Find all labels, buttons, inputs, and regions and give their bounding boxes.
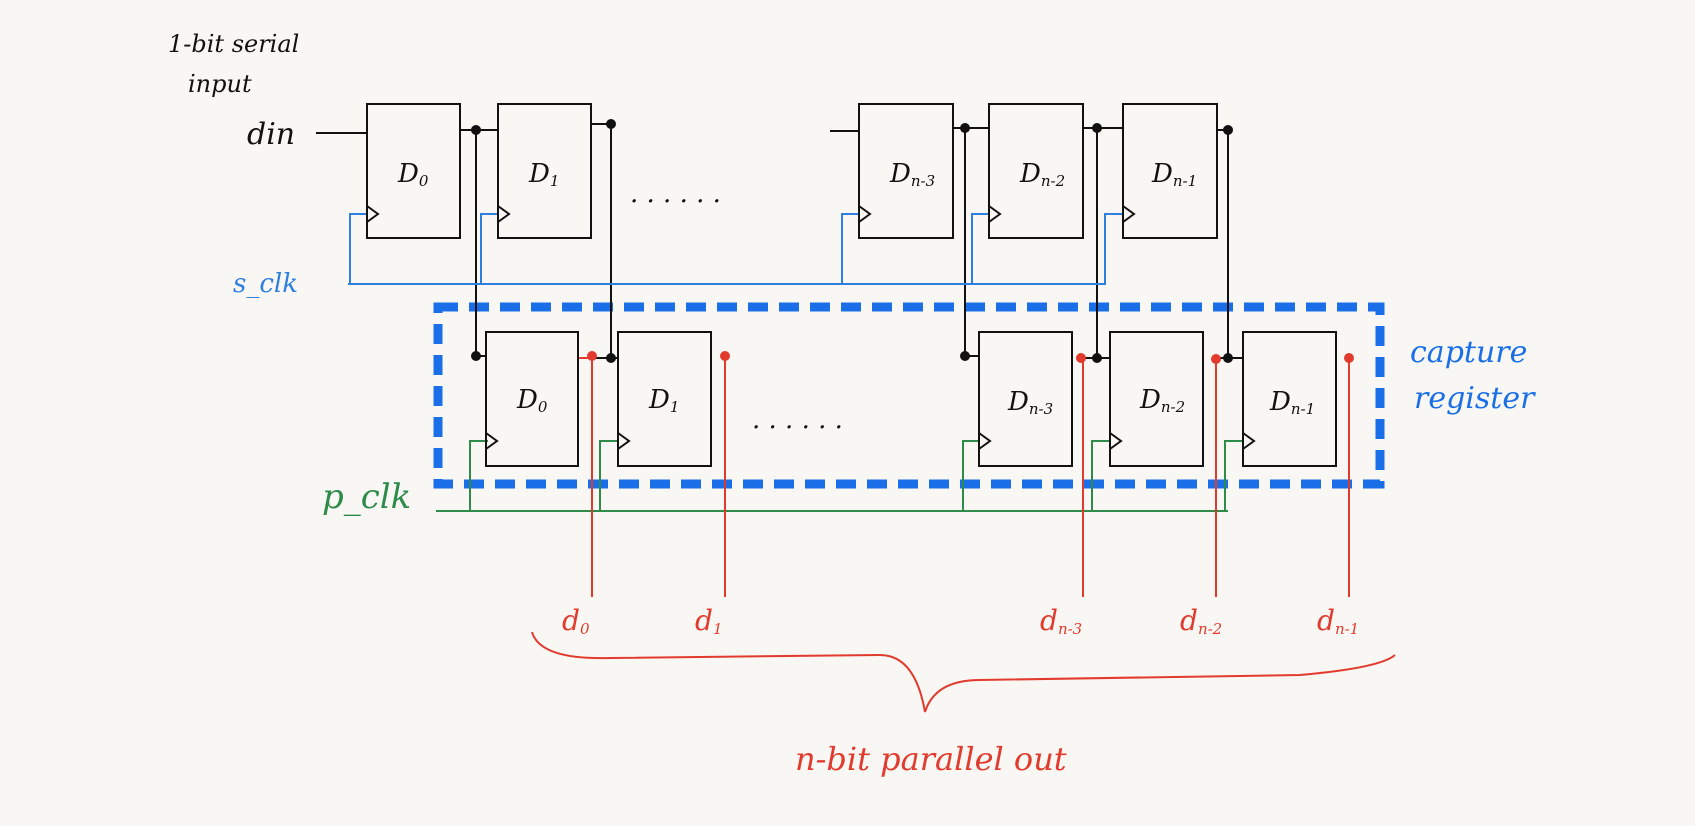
- shift-ff-n-2-sub: n-2: [1041, 172, 1065, 190]
- shift-ellipsis: . . . . . .: [630, 179, 721, 209]
- shift-ff-1-label: D: [528, 159, 550, 189]
- capture-ff-1: D1: [617, 331, 712, 467]
- svg-text:D0: D0: [516, 385, 548, 416]
- capture-ff-0-sub: 0: [538, 398, 548, 416]
- svg-text:D1: D1: [648, 385, 679, 416]
- output-labels: d0 d1 dn-3 dn-2 dn-1: [562, 604, 1359, 638]
- shift-ff-n-2-label: D: [1019, 159, 1041, 189]
- capture-ff-n-2-label: D: [1139, 385, 1161, 415]
- capture-register-boundary: [433, 302, 1385, 489]
- output-label-n-1: dn-1: [1317, 604, 1359, 638]
- shift-ff-0-label: D: [397, 159, 419, 189]
- data-wires: [316, 123, 1243, 359]
- shift-ff-n-1: Dn-1: [1122, 103, 1218, 239]
- shift-ff-n-1-label: D: [1151, 159, 1173, 189]
- svg-text:D1: D1: [528, 159, 559, 190]
- input-title-line2: input: [188, 70, 252, 98]
- din-label: din: [247, 117, 295, 152]
- capture-ff-n-3-label: D: [1007, 387, 1029, 417]
- shift-ff-1: D1: [497, 103, 592, 239]
- p-clk-wires: [436, 440, 1243, 512]
- capture-ff-n-2-sub: n-2: [1161, 398, 1185, 416]
- capture-ff-0: D0: [485, 331, 579, 467]
- output-label-1: d1: [695, 604, 722, 638]
- output-wires: [578, 356, 1350, 597]
- capture-ff-n-1-label: D: [1269, 387, 1291, 417]
- input-title-line1: 1-bit serial: [168, 30, 299, 58]
- capture-ff-1-sub: 1: [670, 398, 680, 416]
- capture-ff-n-3-sub: n-3: [1029, 400, 1053, 418]
- capture-label-line2: register: [1414, 381, 1536, 416]
- shift-register-row: D0 D1 . . . . . . Dn-3 Dn-2 Dn-1: [366, 103, 1218, 239]
- output-label-0: d0: [562, 604, 590, 638]
- svg-text:Dn-3: Dn-3: [1007, 387, 1053, 418]
- capture-ellipsis: . . . . . .: [752, 405, 843, 435]
- output-label-n-3: dn-3: [1040, 604, 1082, 638]
- output-label-n-2: dn-2: [1180, 604, 1222, 638]
- svg-text:Dn-1: Dn-1: [1269, 387, 1315, 418]
- parallel-out-label: n-bit parallel out: [795, 740, 1067, 778]
- shift-ff-n-2: Dn-2: [988, 103, 1084, 239]
- svg-text:D0: D0: [397, 159, 429, 190]
- shift-ff-n-1-sub: n-1: [1173, 172, 1197, 190]
- svg-text:Dn-2: Dn-2: [1019, 159, 1065, 190]
- svg-text:Dn-3: Dn-3: [889, 159, 935, 190]
- data-junctions: [471, 119, 1233, 363]
- shift-ff-0-sub: 0: [419, 172, 429, 190]
- capture-ff-n-1-sub: n-1: [1291, 400, 1315, 418]
- svg-text:Dn-1: Dn-1: [1151, 159, 1197, 190]
- capture-ff-0-label: D: [516, 385, 538, 415]
- capture-ff-1-label: D: [648, 385, 670, 415]
- p-clk-label: p_clk: [322, 477, 411, 517]
- capture-ff-n-2: Dn-2: [1109, 331, 1204, 467]
- shift-ff-n-3-label: D: [889, 159, 911, 189]
- s-clk-wires: [348, 213, 1123, 285]
- s-clk-label: s_clk: [233, 269, 298, 299]
- capture-ff-n-3: Dn-3: [978, 331, 1073, 467]
- capture-ff-n-1: Dn-1: [1242, 331, 1337, 467]
- capture-register-row: D0 D1 . . . . . . Dn-3 Dn-2 Dn-1: [485, 331, 1337, 467]
- output-dots: [587, 351, 1354, 364]
- shift-ff-n-3-sub: n-3: [911, 172, 935, 190]
- capture-label-line1: capture: [1410, 335, 1527, 370]
- shift-ff-0: D0: [366, 103, 461, 239]
- shift-ff-n-3: Dn-3: [858, 103, 954, 239]
- shift-ff-1-sub: 1: [550, 172, 560, 190]
- parallel-out-brace: [531, 631, 1396, 713]
- svg-text:Dn-2: Dn-2: [1139, 385, 1185, 416]
